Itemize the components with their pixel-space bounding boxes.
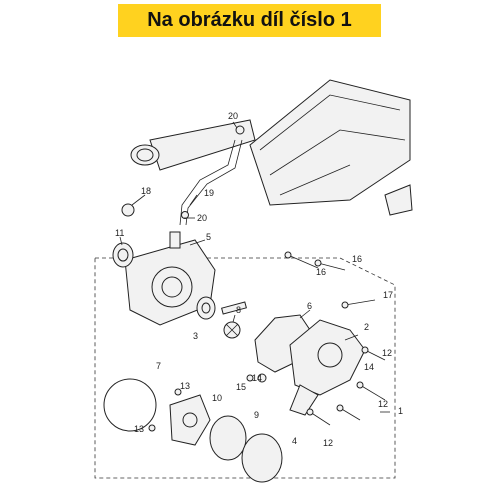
pump-cover-2 — [289, 319, 366, 416]
callout-15: 15 — [236, 382, 246, 392]
callout-12c: 12 — [323, 438, 333, 448]
callout-13b: 13 — [134, 424, 144, 434]
oil-seal-11 — [112, 242, 134, 268]
callout-20a: 20 — [228, 111, 238, 121]
title-banner: Na obrázku díl číslo 1 — [118, 4, 381, 37]
banner-text: Na obrázku díl číslo 1 — [147, 9, 352, 31]
callout-16b: 16 — [352, 254, 362, 264]
screw-13a — [174, 388, 182, 396]
hose-19 — [179, 125, 245, 226]
callout-7: 7 — [156, 361, 161, 371]
callout-8: 8 — [236, 305, 241, 315]
callout-2: 2 — [364, 322, 369, 332]
callout-14a: 14 — [364, 362, 374, 372]
callouts: 20 19 18 20 11 5 16 16 17 8 6 3 2 12 14 … — [115, 111, 403, 448]
leader-lines — [119, 121, 390, 413]
screw-13b — [148, 424, 156, 432]
callout-4: 4 — [292, 436, 297, 446]
o-ring-7 — [103, 378, 157, 432]
bolts — [246, 251, 386, 426]
callout-6: 6 — [307, 301, 312, 311]
plate-4 — [241, 433, 283, 483]
callout-11: 11 — [115, 228, 124, 238]
plate-9 — [209, 415, 247, 461]
callout-12a: 12 — [382, 348, 392, 358]
bearing-3 — [196, 296, 216, 320]
impeller-8 — [221, 301, 247, 339]
callout-20b: 20 — [197, 213, 207, 223]
callout-14b: 14 — [252, 373, 262, 383]
o-ring-18 — [121, 203, 135, 217]
callout-9: 9 — [254, 410, 259, 420]
callout-13a: 13 — [180, 381, 190, 391]
air-box — [249, 79, 413, 216]
callout-16a: 16 — [316, 267, 326, 277]
callout-1: 1 — [398, 406, 403, 416]
callout-5: 5 — [206, 232, 211, 242]
callout-3: 3 — [193, 331, 198, 341]
callout-10: 10 — [212, 393, 222, 403]
pump-housing-5 — [124, 231, 216, 326]
intake-duct — [130, 119, 256, 171]
callout-19: 19 — [204, 188, 214, 198]
callout-12b: 12 — [378, 399, 388, 409]
callout-18: 18 — [141, 186, 151, 196]
lower-housing-10 — [169, 394, 211, 446]
callout-17: 17 — [383, 290, 393, 300]
assembly-boundary — [94, 257, 396, 479]
